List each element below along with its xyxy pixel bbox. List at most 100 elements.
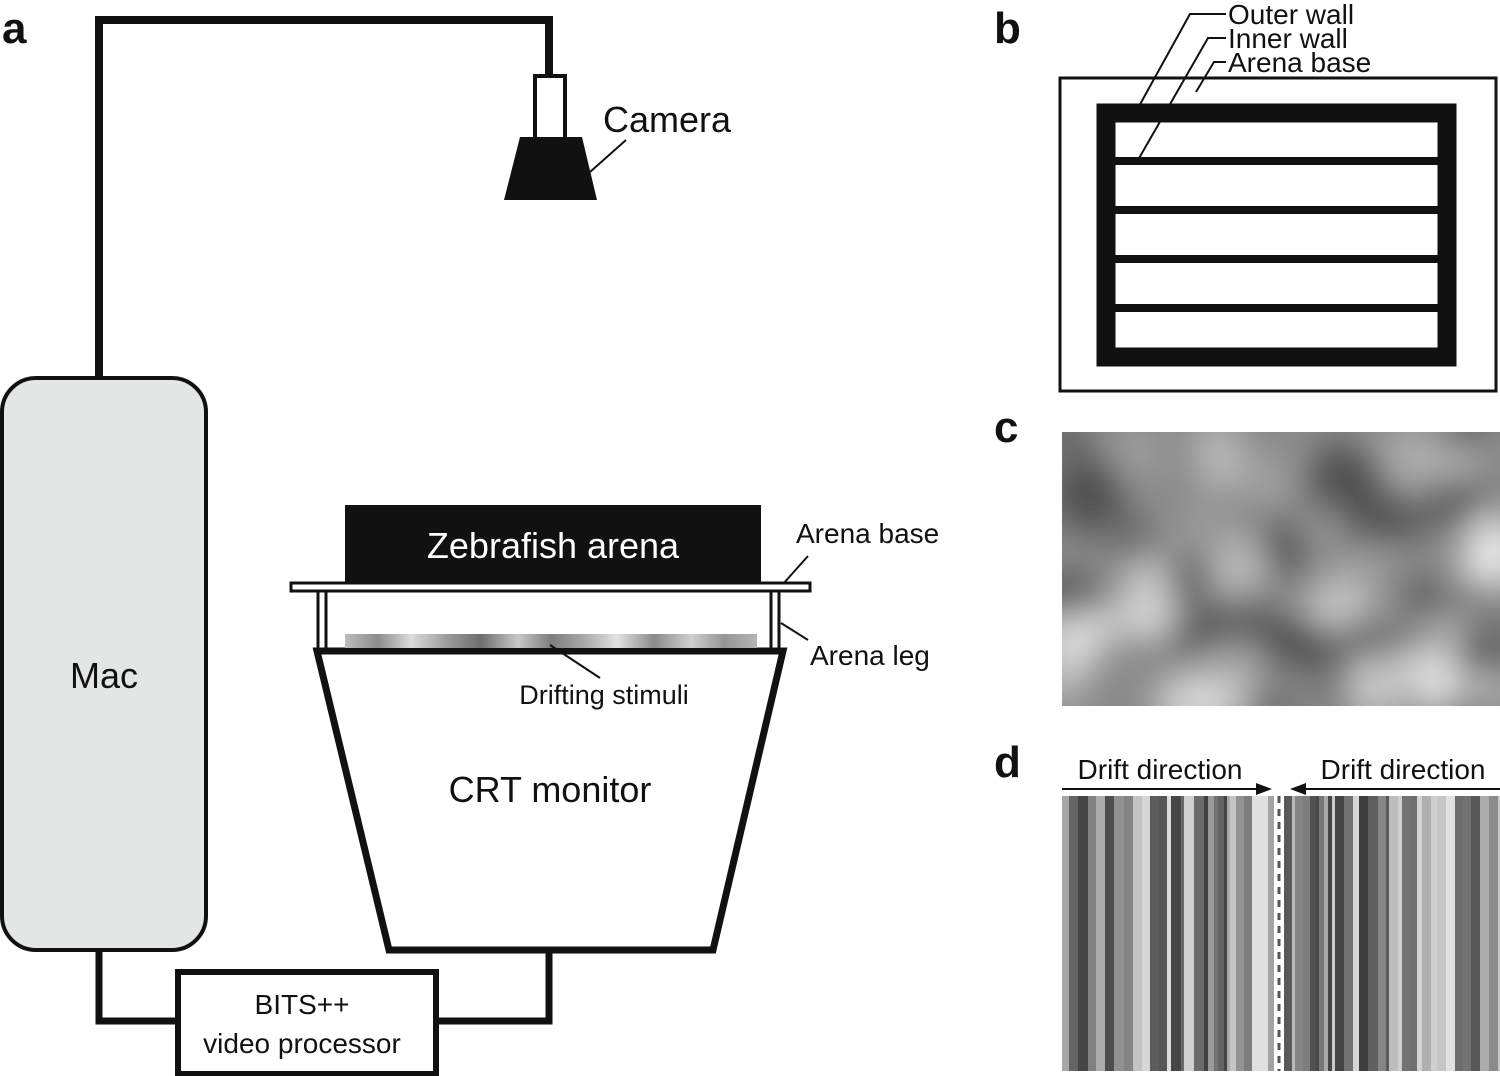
grating-stripe bbox=[1310, 796, 1316, 1071]
noise-blob bbox=[1194, 432, 1243, 489]
drift-arrow-right-icon bbox=[1062, 783, 1272, 795]
grating-stripe bbox=[1124, 796, 1133, 1071]
camera-leader-line bbox=[589, 139, 627, 173]
inner-walls bbox=[1106, 157, 1447, 312]
grating-stripe bbox=[1283, 796, 1292, 1071]
grating-stripe bbox=[1417, 796, 1422, 1071]
outer-wall-leader-line bbox=[1137, 13, 1226, 109]
noise-blob bbox=[1466, 515, 1500, 589]
noise-blob bbox=[1062, 580, 1109, 615]
drift-direction-left-label: Drift direction bbox=[1078, 754, 1243, 785]
grating-stripe bbox=[1181, 796, 1184, 1071]
panel-letter-b: b bbox=[994, 4, 1021, 53]
grating-stripe bbox=[1218, 796, 1224, 1071]
grating-stripe bbox=[1437, 796, 1446, 1071]
grating-stripe bbox=[1204, 796, 1208, 1071]
grating-stripe bbox=[1498, 796, 1500, 1071]
grating-stripe bbox=[1446, 796, 1455, 1071]
panel-letter-d: d bbox=[994, 738, 1021, 787]
grating-stripe bbox=[1142, 796, 1150, 1071]
grating-stripe bbox=[1236, 796, 1244, 1071]
bits-label-line2: video processor bbox=[203, 1028, 401, 1059]
camera-icon bbox=[504, 74, 597, 200]
noise-blob bbox=[1114, 432, 1159, 483]
bits-box bbox=[175, 969, 439, 1076]
outer-wall-label: Outer wall bbox=[1228, 0, 1354, 30]
crt-monitor-label: CRT monitor bbox=[449, 769, 652, 810]
cable-mac-camera bbox=[95, 16, 553, 378]
grating-stripe bbox=[1167, 796, 1171, 1071]
zebrafish-arena bbox=[345, 505, 761, 583]
noise-blob bbox=[1172, 549, 1213, 612]
grating-stripe bbox=[1471, 796, 1480, 1071]
panel-b-arena-base-leader-line bbox=[1195, 61, 1226, 93]
grating-stripe bbox=[1150, 796, 1159, 1071]
mac-box bbox=[0, 376, 208, 952]
noise-blob bbox=[1062, 609, 1106, 672]
noise-blob bbox=[1449, 624, 1500, 679]
noise-blob bbox=[1169, 604, 1251, 635]
grating-stripe bbox=[1398, 796, 1402, 1071]
grating-stripe bbox=[1324, 796, 1328, 1071]
panel-letter-a: a bbox=[2, 4, 27, 53]
drifting-stimuli-strip bbox=[345, 634, 757, 648]
grating-stripe bbox=[1227, 796, 1230, 1071]
grating-stripe bbox=[1332, 796, 1335, 1071]
noise-blob bbox=[1062, 457, 1128, 533]
zebrafish-arena-label: Zebrafish arena bbox=[427, 525, 680, 566]
grating-stripe bbox=[1422, 796, 1431, 1071]
grating-stripe bbox=[1344, 796, 1353, 1071]
drift-arrow-left-icon bbox=[1290, 783, 1500, 795]
grating-stripe bbox=[1359, 796, 1368, 1071]
arena-base-plate bbox=[289, 581, 812, 593]
grating-stripe bbox=[1480, 796, 1489, 1071]
grating-stripe bbox=[1463, 796, 1471, 1071]
panel-letter-c: c bbox=[994, 403, 1018, 452]
grating-stimulus bbox=[1062, 796, 1500, 1071]
grating-stripe bbox=[1295, 796, 1303, 1071]
grating-stripe bbox=[1402, 796, 1411, 1071]
noise-blob bbox=[1256, 681, 1289, 706]
noise-blob bbox=[1337, 618, 1402, 648]
grating-stripe bbox=[1078, 796, 1088, 1071]
grating-stripe bbox=[1133, 796, 1142, 1071]
drifting-stimuli-label: Drifting stimuli bbox=[519, 680, 689, 710]
noise-blob bbox=[1062, 432, 1091, 449]
noise-blob bbox=[1410, 482, 1480, 530]
cable-bits-monitor bbox=[436, 952, 553, 1025]
grating-stripe bbox=[1268, 796, 1275, 1071]
inner-wall-label: Inner wall bbox=[1228, 23, 1348, 54]
grating-stripe bbox=[1088, 796, 1096, 1071]
grating-stripe bbox=[1489, 796, 1498, 1071]
grating-stripe bbox=[1171, 796, 1181, 1071]
stimuli-leader-line bbox=[549, 644, 601, 679]
panel-b-arena-base-label: Arena base bbox=[1228, 47, 1371, 78]
noise-blob bbox=[1112, 521, 1158, 565]
noise-blob bbox=[1344, 666, 1406, 706]
noise-stimulus bbox=[1062, 432, 1500, 706]
drift-direction-right-label: Drift direction bbox=[1321, 754, 1486, 785]
grating-stripe bbox=[1389, 796, 1398, 1071]
grating-stripe bbox=[1335, 796, 1344, 1071]
arena-base-leader-line bbox=[782, 555, 809, 585]
grating-stripe bbox=[1159, 796, 1167, 1071]
grating-stripe bbox=[1411, 796, 1417, 1071]
noise-blob bbox=[1381, 578, 1455, 610]
noise-blob bbox=[1447, 432, 1484, 455]
grating-stripe bbox=[1208, 796, 1214, 1071]
grating-stripe bbox=[1062, 796, 1069, 1071]
grating-stripe bbox=[1194, 796, 1204, 1071]
grating-stripe bbox=[1353, 796, 1359, 1071]
noise-blob bbox=[1154, 673, 1243, 706]
grating-stripe bbox=[1316, 796, 1319, 1071]
grating-stripe bbox=[1184, 796, 1194, 1071]
noise-blob bbox=[1299, 475, 1363, 513]
grating-stripe bbox=[1303, 796, 1310, 1071]
noise-blob bbox=[1348, 500, 1420, 547]
arena-leg-leader-line bbox=[780, 622, 809, 641]
noise-blob bbox=[1123, 558, 1166, 629]
noise-blob bbox=[1062, 666, 1085, 702]
grating-stripe bbox=[1105, 796, 1114, 1071]
grating-stripe bbox=[1214, 796, 1218, 1071]
